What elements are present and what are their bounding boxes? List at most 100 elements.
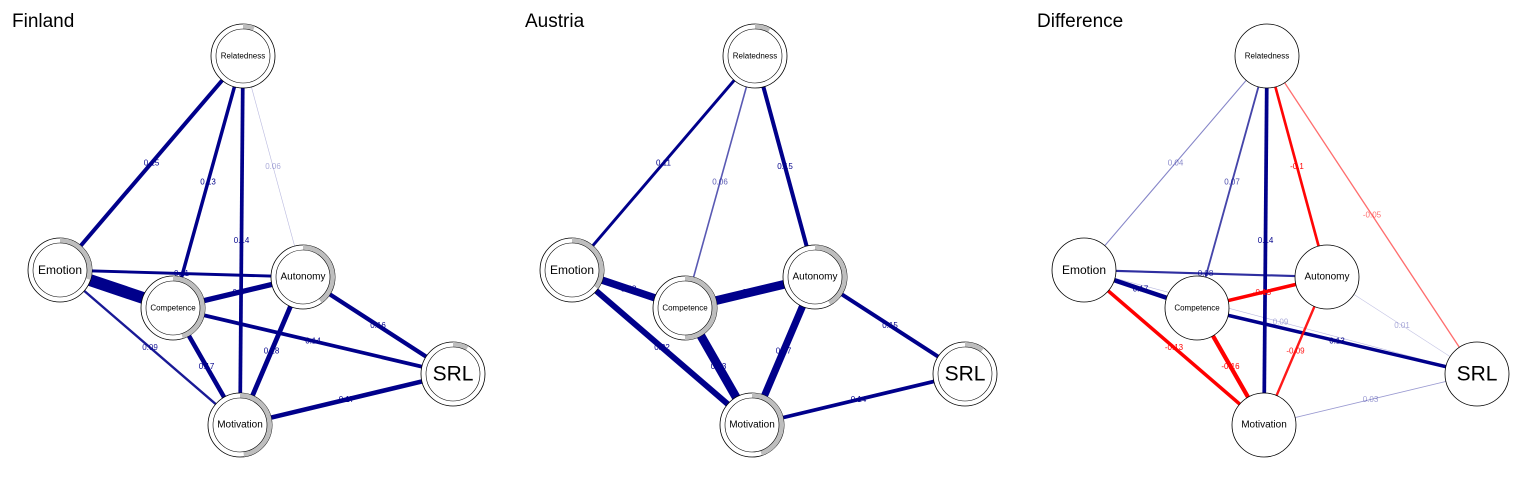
- node-label: Autonomy: [280, 272, 325, 283]
- edges: 0.150.130.140.060.110.450.090.20.170.140…: [58, 54, 455, 428]
- edge-motivation-srl: [751, 372, 966, 427]
- edge-relatedness-emotion: [1083, 55, 1268, 271]
- edge-emotion-autonomy: [1083, 268, 1328, 279]
- edge-label-competence-motivation: 0.17: [199, 362, 215, 371]
- node-label: Relatedness: [733, 52, 777, 61]
- node-pie-arc: [242, 24, 255, 31]
- edge-label-relatedness-emotion: 0.11: [656, 159, 672, 168]
- node-motivation: Motivation: [207, 392, 273, 458]
- node-pie-arc: [684, 276, 717, 340]
- edge-label-relatedness-srl: -0.05: [1363, 211, 1382, 220]
- edge-competence-srl: [172, 306, 454, 376]
- edge-label-competence-srl: 0.13: [1329, 337, 1345, 346]
- node-inner-circle: [657, 280, 713, 336]
- node-label: Emotion: [550, 263, 594, 277]
- edge-label-motivation-srl: 0.03: [1363, 395, 1379, 404]
- node-circle: [1231, 392, 1297, 458]
- node-inner-circle: [32, 242, 88, 298]
- edge-label-autonomy-motivation: 0.18: [264, 347, 280, 356]
- edge-label-emotion-competence: 0.28: [621, 285, 637, 294]
- edge-label-autonomy-motivation: -0.09: [1286, 347, 1305, 356]
- node-relatedness: Relatedness: [210, 23, 276, 89]
- edge-emotion-motivation: [59, 269, 241, 426]
- edge-relatedness-srl: [1266, 55, 1478, 375]
- edge-relatedness-motivation: [1262, 55, 1269, 426]
- node-emotion: Emotion: [539, 237, 605, 303]
- edge-label-motivation-srl: 0.17: [339, 395, 355, 404]
- node-inner-circle: [544, 242, 600, 298]
- edge-label-relatedness-competence: 0.06: [712, 178, 728, 187]
- edge-label-competence-motivation: -0.16: [1221, 362, 1240, 371]
- edge-label-competence-autonomy: -0.13: [1253, 288, 1272, 297]
- edge-label-relatedness-emotion: 0.15: [144, 159, 160, 168]
- edge-emotion-autonomy: [59, 268, 304, 279]
- edge-relatedness-autonomy: [753, 55, 817, 278]
- panel-title-finland: Finland: [12, 11, 74, 32]
- node-motivation: Motivation: [719, 392, 785, 458]
- node-label: Competence: [662, 304, 708, 313]
- node-inner-circle: [212, 397, 268, 453]
- edge-relatedness-autonomy: [1265, 55, 1329, 278]
- edge-label-relatedness-emotion: 0.04: [1168, 159, 1184, 168]
- node-circle: [1294, 244, 1360, 310]
- edges: 0.040.070.14-0.1-0.050.080.17-0.130.09-0…: [1082, 55, 1478, 427]
- edge-label-emotion-srl: 0.09: [1273, 318, 1289, 327]
- node-relatedness: Relatedness: [1234, 23, 1300, 89]
- node-label: Motivation: [1241, 420, 1287, 431]
- edge-emotion-srl: [1083, 269, 1478, 375]
- edge-label-competence-autonomy: 0.2: [232, 288, 244, 297]
- austria-network: 0.110.060.150.280.220.330.330.270.150.14…: [539, 23, 998, 458]
- edge-motivation-srl: [1263, 373, 1478, 426]
- edge-relatedness-competence: [171, 55, 245, 309]
- node-inner-circle: [787, 249, 843, 305]
- node-circle: [1164, 275, 1230, 341]
- node-pie-arc: [452, 342, 469, 351]
- node-pie-arc: [59, 238, 92, 280]
- edge-label-relatedness-competence: 0.13: [200, 178, 216, 187]
- node-inner-circle: [145, 280, 201, 336]
- node-label: Competence: [150, 304, 196, 313]
- node-srl: SRL: [420, 341, 486, 407]
- edge-label-motivation-srl: 0.14: [851, 395, 867, 404]
- node-competence: Competence: [1164, 275, 1230, 341]
- edge-label-emotion-motivation: 0.09: [142, 343, 158, 352]
- node-relatedness: Relatedness: [722, 23, 788, 89]
- panel-title-austria: Austria: [525, 11, 585, 32]
- edge-label-relatedness-competence: 0.07: [1224, 178, 1240, 187]
- node-inner-circle: [425, 346, 481, 402]
- panel-title-difference: Difference: [1037, 11, 1123, 32]
- edge-emotion-motivation: [1082, 268, 1266, 427]
- node-inner-circle: [724, 397, 780, 453]
- node-pie-arc: [302, 245, 335, 303]
- node-inner-circle: [215, 28, 271, 84]
- edge-label-relatedness-motivation: 0.14: [234, 236, 250, 245]
- node-circle: [1444, 341, 1510, 407]
- edge-label-emotion-competence: 0.17: [1133, 285, 1149, 294]
- edge-label-emotion-motivation: -0.13: [1165, 343, 1184, 352]
- node-inner-circle: [937, 346, 993, 402]
- edge-relatedness-competence: [684, 55, 756, 309]
- finland-network: 0.150.130.140.060.110.450.090.20.170.140…: [27, 23, 486, 458]
- node-inner-circle: [275, 249, 331, 305]
- edge-competence-srl: [1196, 306, 1478, 376]
- edge-label-relatedness-motivation: 0.14: [1258, 236, 1274, 245]
- node-pie-arc: [964, 342, 984, 353]
- node-autonomy: Autonomy: [1294, 244, 1360, 310]
- node-competence: Competence: [652, 275, 718, 341]
- edge-label-relatedness-autonomy: -0.1: [1290, 162, 1304, 171]
- node-label: Emotion: [38, 263, 82, 277]
- node-competence: Competence: [140, 275, 206, 341]
- node-label: SRL: [1457, 363, 1498, 386]
- edge-label-relatedness-autonomy: 0.06: [265, 162, 281, 171]
- node-srl: SRL: [932, 341, 998, 407]
- edge-relatedness-competence: [1196, 55, 1268, 309]
- node-pie-arc: [571, 238, 604, 289]
- nodes: RelatednessEmotionCompetenceAutonomyMoti…: [539, 23, 998, 458]
- edge-label-relatedness-autonomy: 0.15: [777, 162, 793, 171]
- edge-emotion-motivation: [570, 267, 754, 428]
- node-label: Emotion: [1062, 263, 1106, 277]
- edge-label-autonomy-srl: 0.16: [370, 321, 386, 330]
- edge-relatedness-motivation: [238, 55, 245, 426]
